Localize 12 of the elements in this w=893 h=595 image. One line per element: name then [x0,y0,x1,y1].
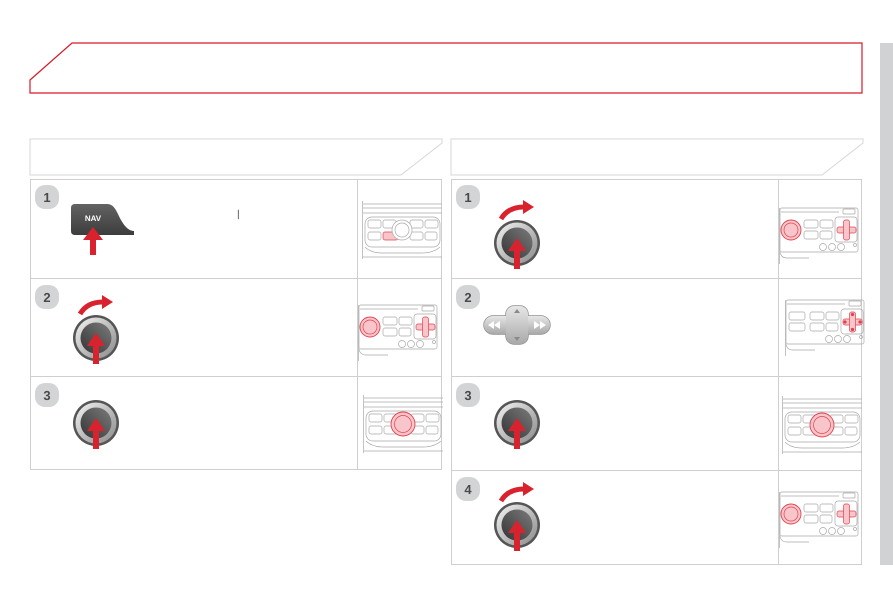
step-number-badge: 2 [456,285,480,309]
step-number-badge: 2 [35,285,59,309]
step-table [30,179,442,470]
step-number-badge: 1 [456,185,480,209]
title-banner [29,42,864,95]
step-number-badge: 4 [456,477,480,501]
step-number-badge: 3 [35,383,59,407]
step-table [451,179,862,565]
separator-glyph: | [237,209,240,221]
nav-key: NAV [71,204,134,235]
step-number-badge: 3 [456,383,480,407]
step-number-badge: 1 [35,185,59,209]
